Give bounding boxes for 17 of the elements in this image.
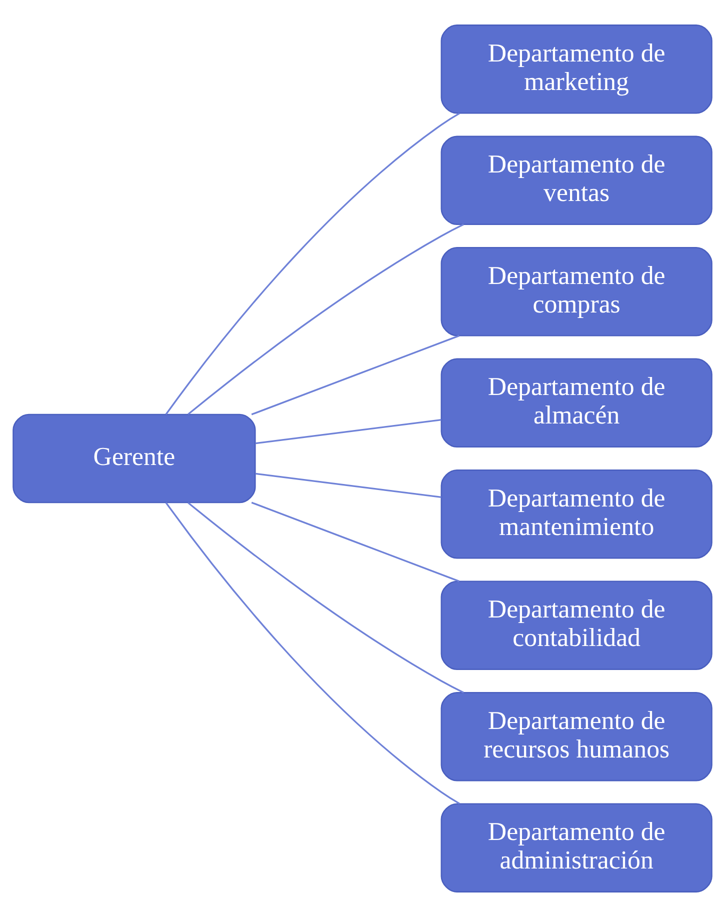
connector [256,472,442,498]
connector [188,224,464,415]
node-box: Departamento de ventas [440,136,712,226]
node-box: Departamento de recursos humanos [440,692,712,782]
connector [165,112,460,415]
node-box: Departamento de compras [440,247,712,336]
node-box: Departamento de mantenimiento [440,470,712,559]
connector [251,334,460,416]
node-box: Departamento de marketing [440,24,712,114]
node-box: Departamento de almacén [440,358,712,448]
node-box: Departamento de contabilidad [440,580,712,670]
node-box: Departamento de administración [440,803,712,892]
connector [251,502,460,582]
connector [256,419,442,444]
connector [165,502,460,804]
node-box: Gerente [12,414,256,504]
connector [188,502,464,694]
